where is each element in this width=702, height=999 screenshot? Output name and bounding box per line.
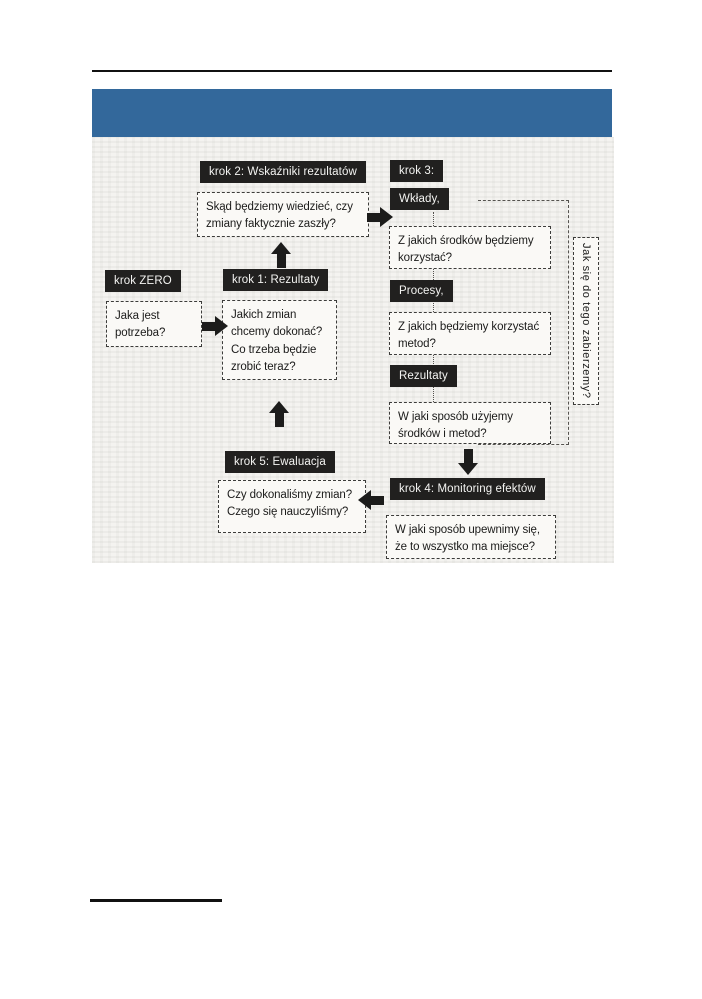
step-label-krok-zero: krok ZERO xyxy=(105,270,181,292)
vertical-side-label: Jak się do tego zabierzemy? xyxy=(573,237,599,405)
arrow-up-icon xyxy=(269,401,289,427)
arrow-down-icon xyxy=(458,449,478,475)
arrow-left-icon xyxy=(358,490,384,510)
step-label-krok-2: krok 2: Wskaźniki rezultatów xyxy=(200,161,366,183)
step-question-krok-zero: Jaka jest potrzeba? xyxy=(106,301,202,347)
title-banner xyxy=(92,89,612,137)
step-label-rezultaty: Rezultaty xyxy=(390,365,457,387)
step-question-krok-4: W jaki sposób upewnimy się, że to wszyst… xyxy=(386,515,556,559)
arrow-right-icon xyxy=(202,316,228,336)
footnote-rule xyxy=(90,899,222,902)
step-question-krok-5: Czy dokonaliśmy zmian? Czego się nauczyl… xyxy=(218,480,366,533)
arrow-right-icon xyxy=(367,207,393,227)
step-label-krok-3: krok 3: xyxy=(390,160,444,182)
step-label-krok-5: krok 5: Ewaluacja xyxy=(225,451,335,473)
step-label-krok-1: krok 1: Rezultaty xyxy=(223,269,329,291)
step-question-krok-1: Jakich zmian chcemy dokonać? Co trzeba b… xyxy=(222,300,337,380)
step-label-krok-4: krok 4: Monitoring efektów xyxy=(390,478,545,500)
bracket-outline xyxy=(478,200,569,445)
arrow-up-icon xyxy=(271,242,291,268)
step-label-wklady: Wkłady, xyxy=(390,188,449,210)
step-question-krok-2: Skąd będziemy wiedzieć, czy zmiany fakty… xyxy=(197,192,369,237)
step-question-rezultaty: W jaki sposób użyjemy środków i metod? xyxy=(389,402,551,444)
step-question-procesy: Z jakich będziemy korzystać metod? xyxy=(389,312,551,355)
step-question-wklady: Z jakich środków będziemy korzystać? xyxy=(389,226,551,269)
flowchart-diagram: krok ZERO Jaka jest potrzeba? krok 1: Re… xyxy=(92,137,614,563)
step-label-procesy: Procesy, xyxy=(390,280,453,302)
dotted-connector-line xyxy=(433,212,434,404)
top-rule xyxy=(92,70,612,72)
